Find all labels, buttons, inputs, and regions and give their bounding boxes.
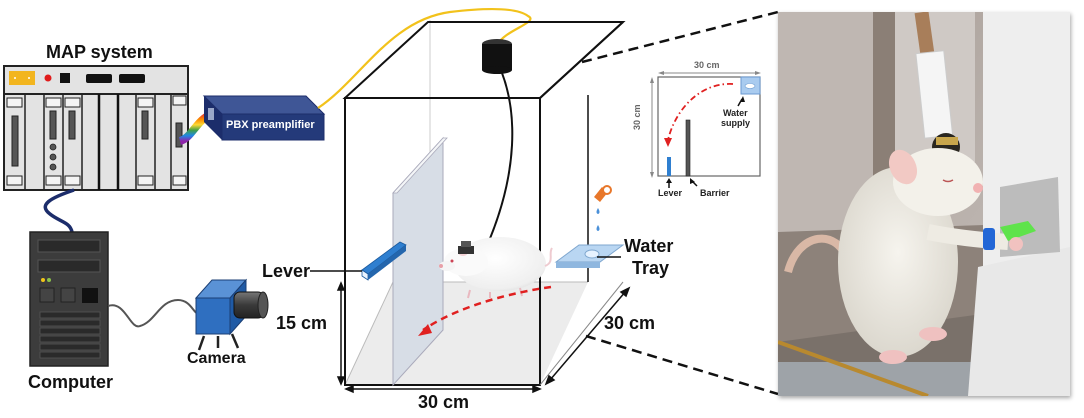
yellow-cable <box>317 7 532 109</box>
lever <box>361 241 407 281</box>
camera-cable <box>107 298 199 328</box>
width-dimension-label: 30 cm <box>418 392 470 412</box>
computer-tower <box>29 231 109 367</box>
top-view-height-label: 30 cm <box>632 104 642 130</box>
rat-illustration <box>439 237 553 299</box>
red-led-icon <box>44 74 52 82</box>
barrier <box>392 136 448 387</box>
water-supply-label-line2: supply <box>721 118 751 128</box>
camera-label: Camera <box>187 350 246 367</box>
behavior-chamber <box>342 20 626 386</box>
water-tray-label-line2: Tray <box>632 258 670 278</box>
rat-photo <box>778 12 1070 396</box>
camera <box>194 278 269 351</box>
computer-label: Computer <box>28 372 113 392</box>
connector-line-top <box>581 10 779 64</box>
power-indicator <box>9 71 35 85</box>
lever-label: Lever <box>262 261 311 281</box>
path-arrowhead-icon <box>418 324 432 336</box>
water-tray-label-line1: Water <box>624 236 674 256</box>
movement-path <box>422 285 552 332</box>
blue-cable <box>43 188 75 233</box>
top-view-lever-label: Lever <box>658 188 683 198</box>
top-view-barrier-label: Barrier <box>700 188 730 198</box>
water-supply-label-line1: Water <box>723 108 748 118</box>
preamplifier-label: PBX preamplifier <box>226 119 315 131</box>
height-dimension-label: 15 cm <box>276 313 328 333</box>
water-faucet <box>594 185 612 231</box>
map-system-title: MAP system <box>46 42 153 62</box>
water-tray <box>554 244 625 268</box>
depth-dimension-label: 30 cm <box>604 313 656 333</box>
connector-line-bottom <box>585 334 779 396</box>
map-system-rack <box>3 65 214 191</box>
commutator <box>482 39 512 74</box>
top-view-inset <box>650 71 761 188</box>
tether-cable <box>485 72 514 249</box>
pbx-preamplifier <box>202 95 326 141</box>
top-view-width-label: 30 cm <box>694 60 720 70</box>
